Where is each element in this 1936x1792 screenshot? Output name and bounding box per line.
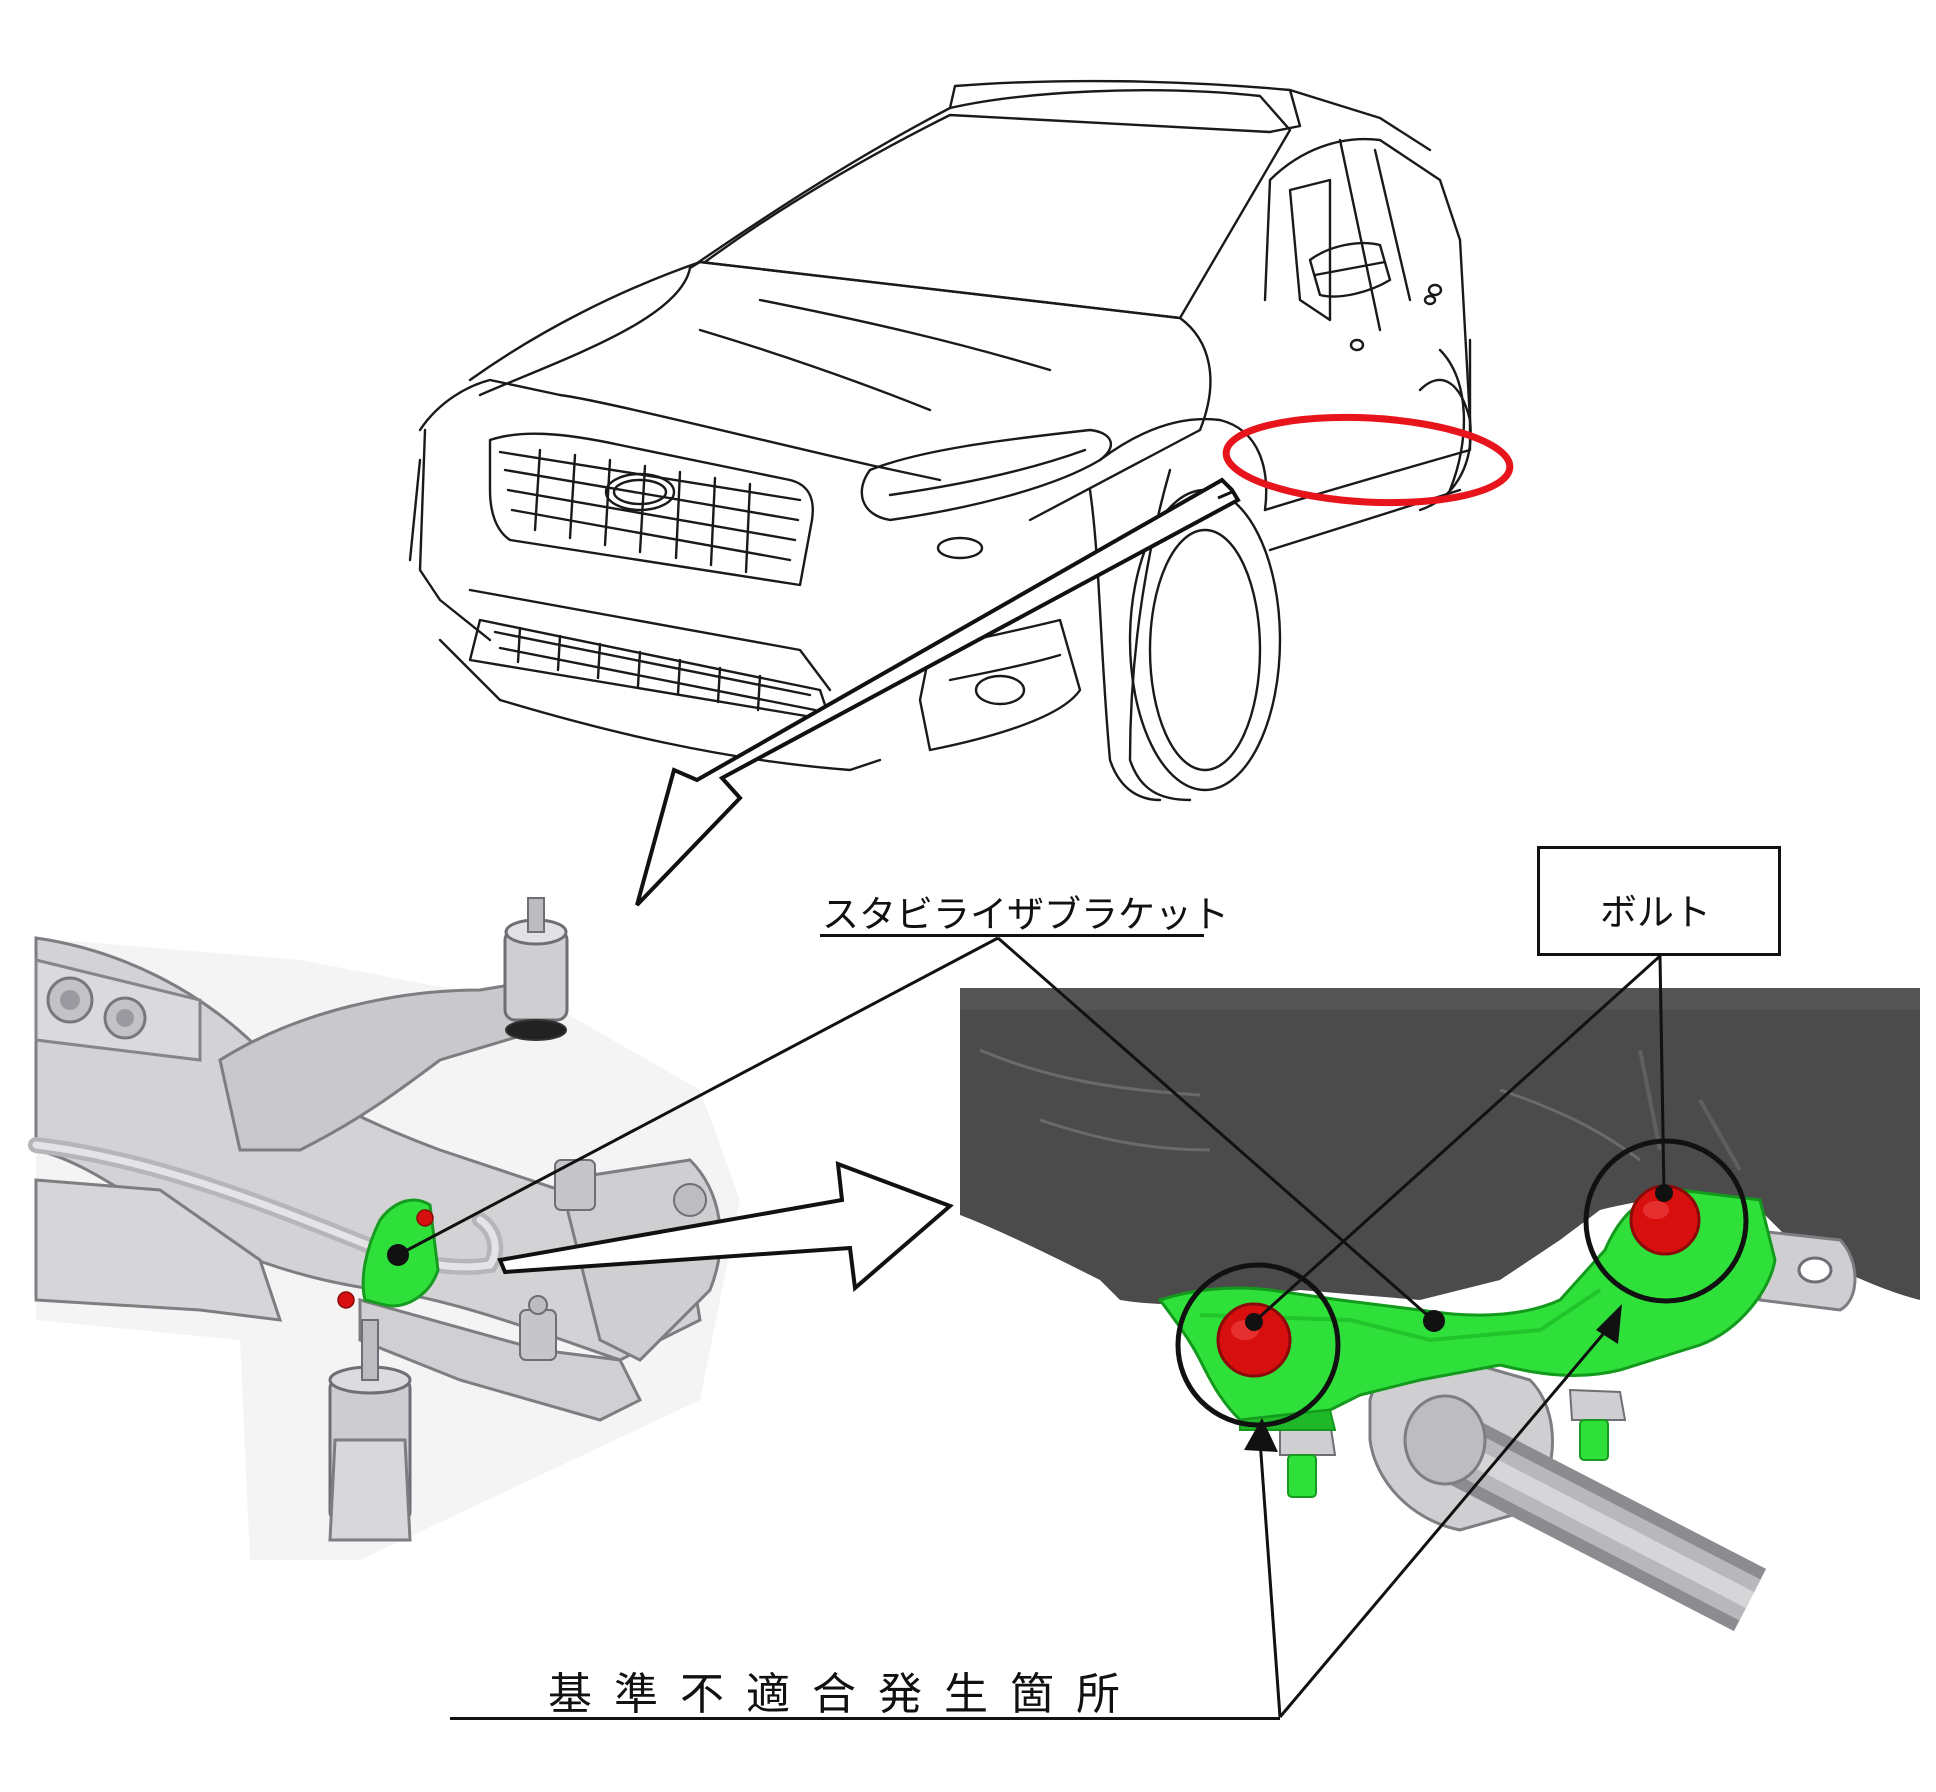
bolt-left [1216,1302,1292,1378]
stabilizer-bracket-underline [820,934,1204,937]
pointer-arrow-left [1244,1418,1278,1452]
subframe-render [28,897,740,1560]
nonconformity-location-label: 基準不適合発生箇所 [548,1669,1142,1720]
car-line-drawing [408,79,1472,802]
bracket-closeup [960,988,1920,1632]
bolt-label: ボルト [1600,891,1711,934]
bolt-label-box [1537,846,1781,956]
highlight-ellipse [1222,413,1514,507]
nonconformity-underline [450,1717,1280,1720]
closeup-arrow [497,1160,954,1292]
bolt-circle-left [1175,1262,1341,1428]
zoom-arrow [635,477,1241,907]
pointer-arrow-right [1596,1304,1622,1344]
leader-lines [397,936,1666,1718]
bolt-circle-right [1583,1138,1749,1304]
stabilizer-bracket-label: スタビライザブラケット [822,893,1229,936]
